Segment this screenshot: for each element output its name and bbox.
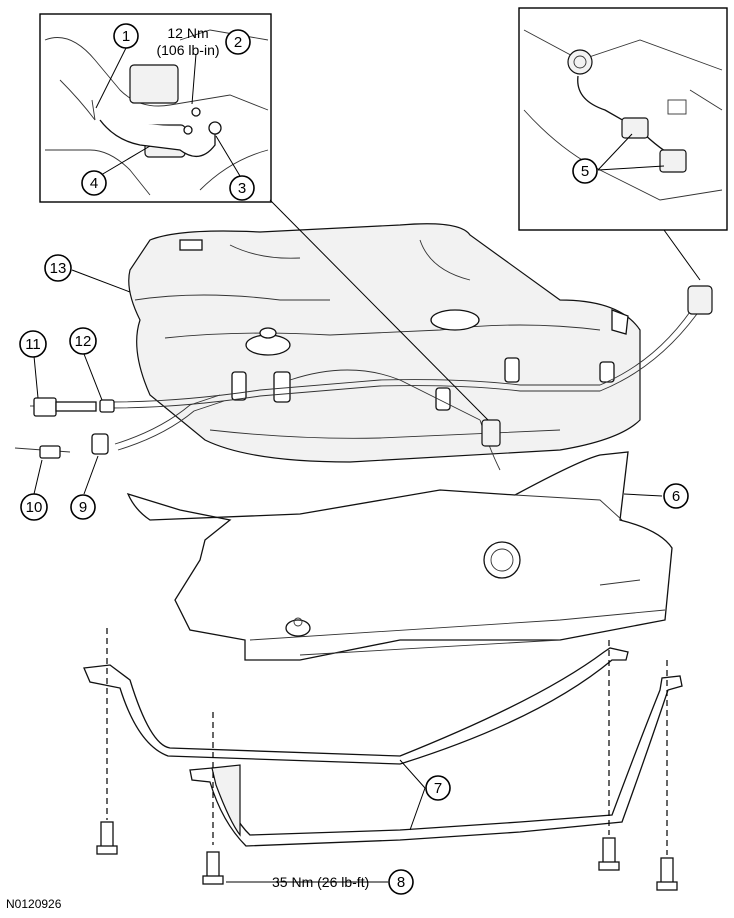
callout-5: 5	[572, 158, 598, 184]
heat-shield	[126, 451, 673, 661]
fuel-tank	[128, 223, 641, 463]
callout-3: 3	[229, 175, 255, 201]
svg-text:4: 4	[90, 175, 98, 192]
svg-text:13: 13	[50, 260, 67, 277]
callout-7: 7	[425, 775, 451, 801]
svg-text:6: 6	[672, 488, 680, 505]
bolt-center	[202, 851, 224, 885]
svg-text:7: 7	[434, 780, 442, 797]
bolt-left	[96, 821, 118, 855]
callout-8: 8	[388, 869, 414, 895]
svg-text:11: 11	[25, 336, 41, 353]
tank-straps	[83, 647, 683, 847]
svg-text:8: 8	[397, 874, 405, 891]
callout-2: 2	[225, 29, 251, 55]
torque-spec-inset-nm: 12 Nm	[167, 25, 208, 41]
callout-11: 11	[19, 330, 47, 358]
callout-4: 4	[81, 170, 107, 196]
svg-text:1: 1	[122, 28, 130, 45]
callout-10: 10	[20, 493, 48, 521]
figure-id: N0120926	[6, 897, 62, 911]
callout-6: 6	[663, 483, 689, 509]
callout-9: 9	[70, 494, 96, 520]
callout-12: 12	[69, 327, 97, 355]
strap-bolts	[96, 628, 678, 891]
svg-text:3: 3	[238, 180, 246, 197]
torque-spec-inset-lbin: (106 lb-in)	[156, 42, 219, 58]
bolt-right-1	[598, 837, 620, 871]
leader-lines	[33, 199, 663, 883]
inset-detail-connector	[518, 7, 728, 281]
torque-spec-strap-bolts: 35 Nm (26 lb-ft)	[272, 874, 369, 890]
svg-text:2: 2	[234, 34, 242, 51]
svg-text:10: 10	[26, 499, 43, 516]
svg-text:12: 12	[75, 333, 92, 350]
callout-1: 1	[113, 23, 139, 49]
callout-13: 13	[44, 254, 72, 282]
bolt-right-2	[656, 857, 678, 891]
svg-text:5: 5	[581, 163, 589, 180]
svg-text:9: 9	[79, 499, 87, 516]
